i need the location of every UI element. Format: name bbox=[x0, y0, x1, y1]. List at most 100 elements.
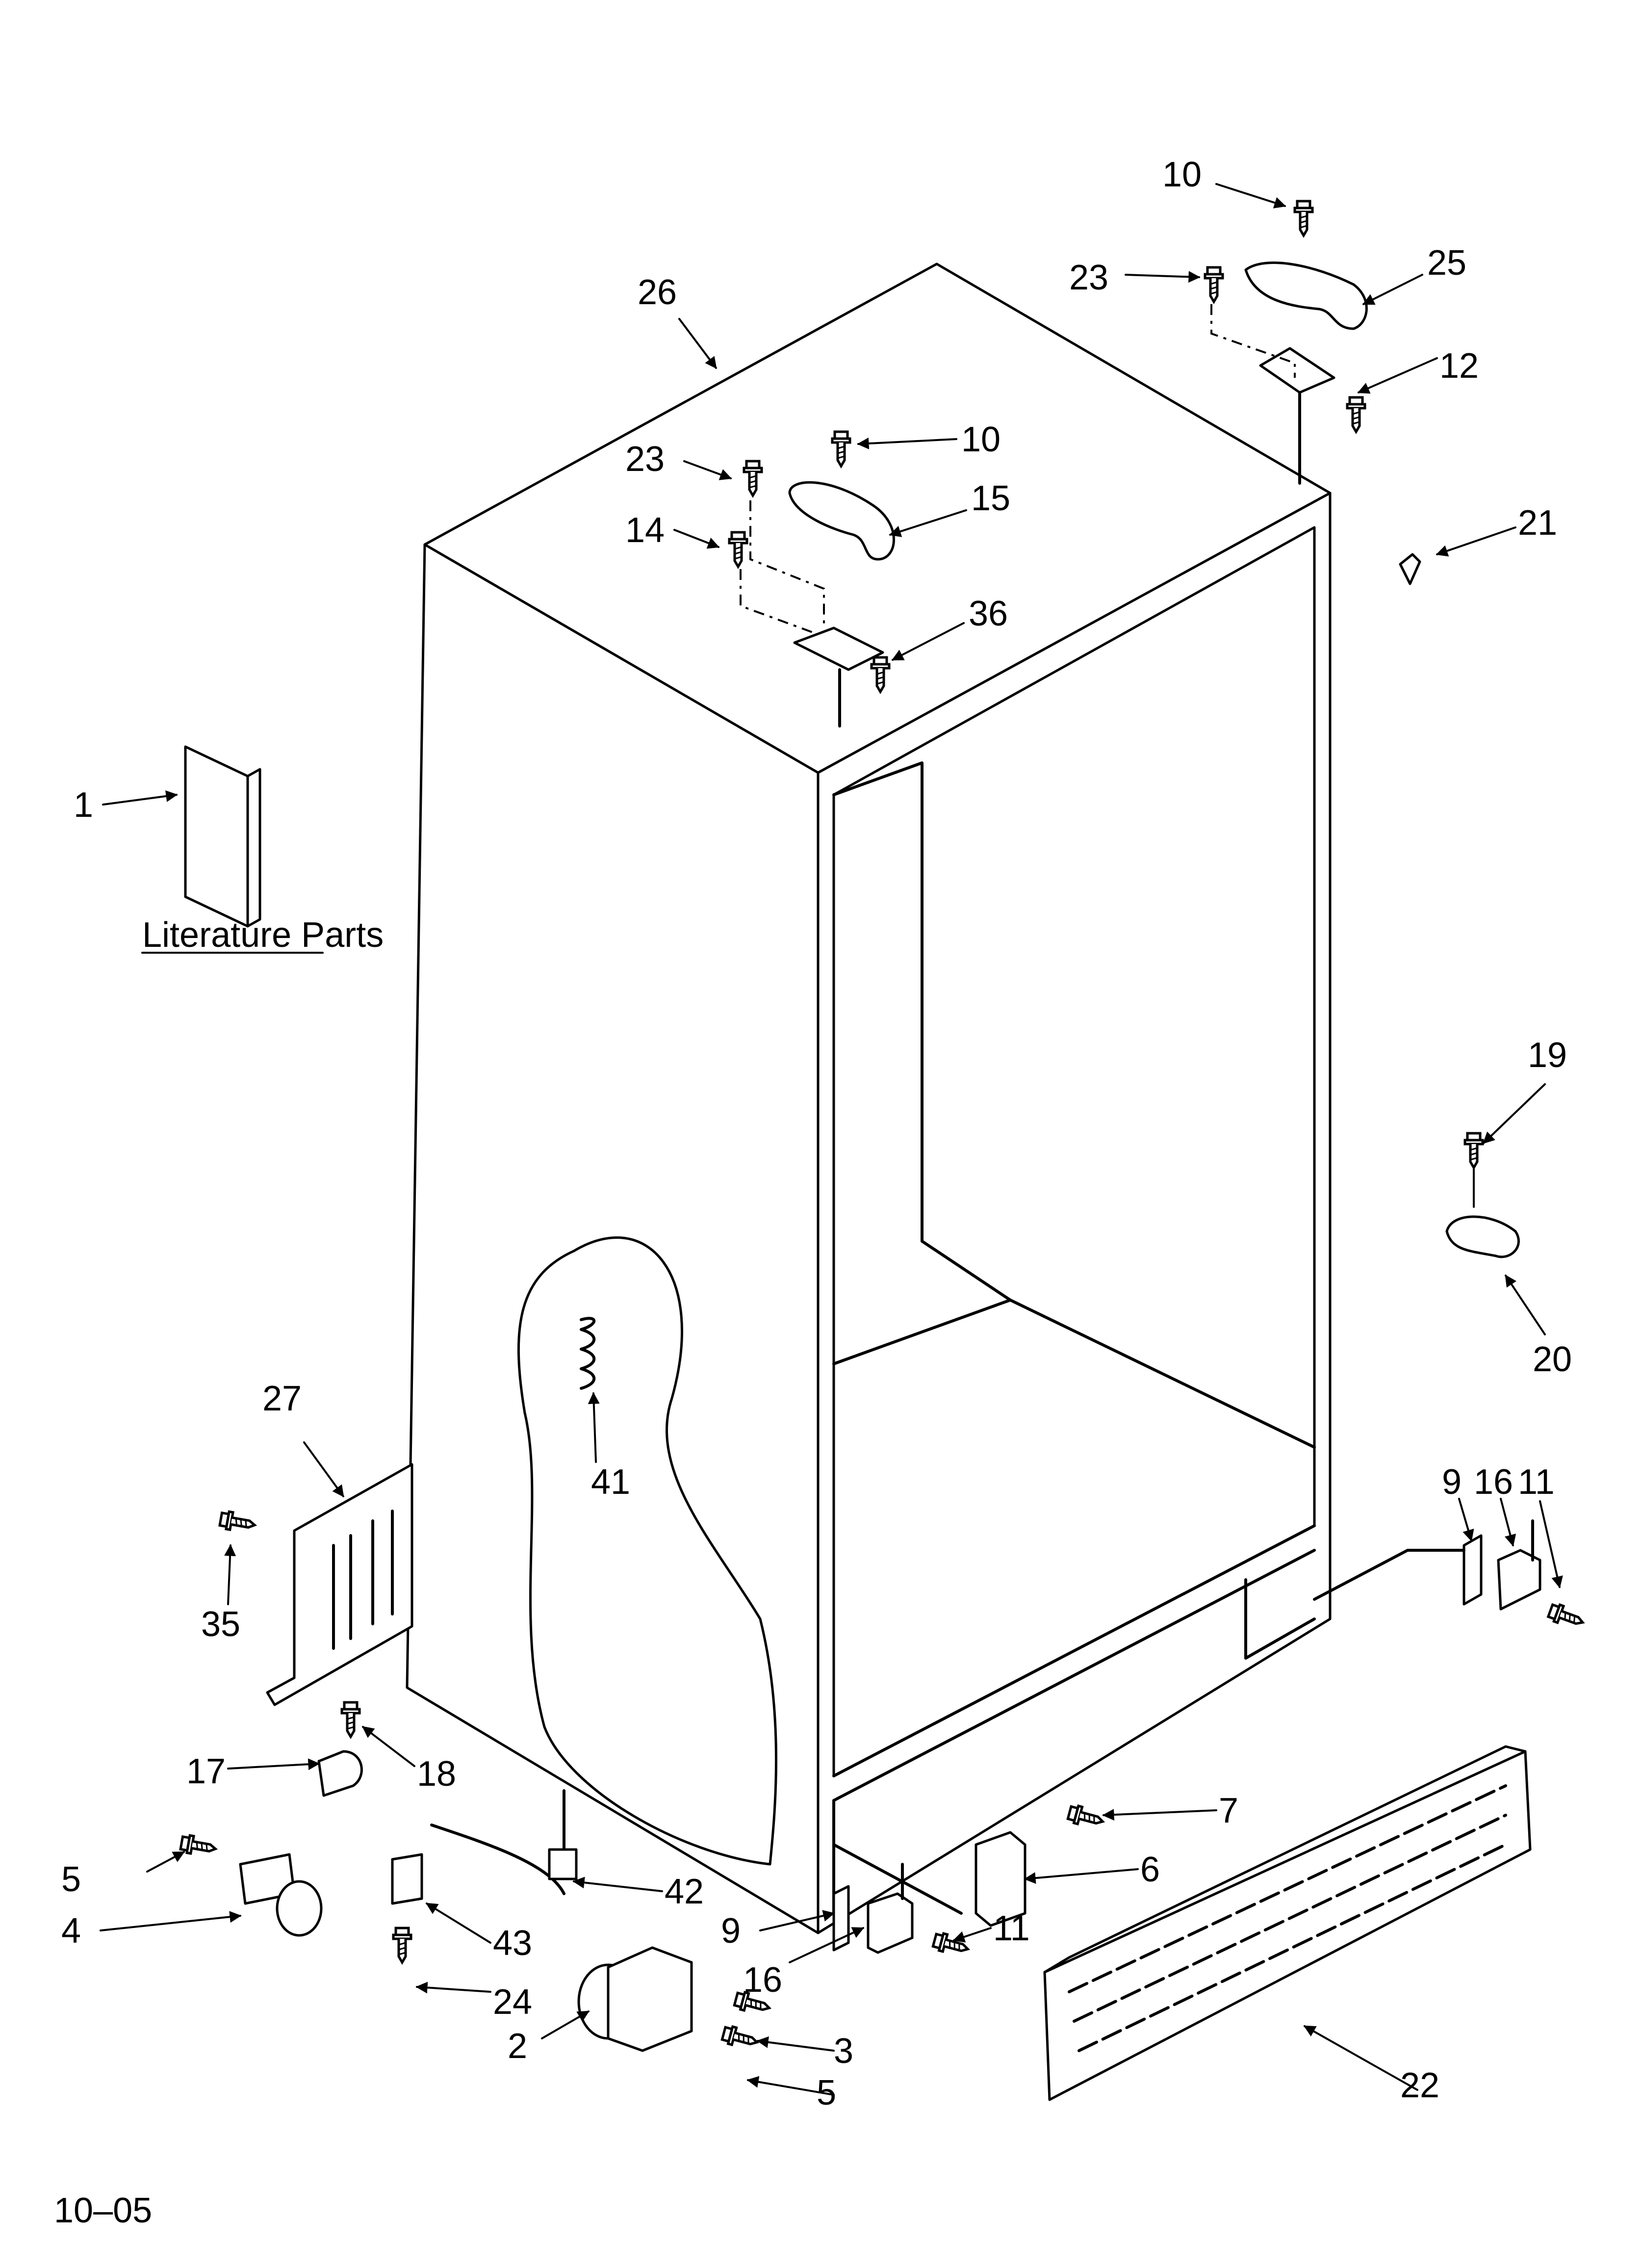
arrow-icon bbox=[100, 1911, 242, 1931]
cabinet-bottom-front-edge bbox=[832, 1843, 963, 1915]
screw-icon bbox=[1547, 1602, 1586, 1631]
arrow-icon bbox=[1303, 2025, 1418, 2091]
screw-icon bbox=[1295, 201, 1312, 235]
hinge-pin bbox=[1399, 553, 1421, 585]
arrow-icon bbox=[1436, 526, 1516, 557]
arrow-icon bbox=[588, 1392, 600, 1463]
arrow-icon bbox=[683, 460, 732, 480]
base-grille bbox=[1043, 1745, 1532, 2101]
arrow-icon bbox=[759, 1910, 835, 1931]
cabinet-foot-right bbox=[1244, 1578, 1316, 1660]
shim-right bbox=[1462, 1534, 1483, 1606]
shim-left bbox=[832, 1885, 850, 1952]
callout-17: 17 bbox=[186, 1752, 226, 1791]
callout-43: 43 bbox=[493, 1924, 532, 1963]
callout-19: 19 bbox=[1528, 1036, 1567, 1075]
rear-access-panel bbox=[266, 1463, 413, 1706]
hinge-left-guide bbox=[749, 500, 825, 628]
screw-icon bbox=[180, 1834, 217, 1858]
screw-icon bbox=[393, 1928, 411, 1962]
callout-6: 6 bbox=[1140, 1850, 1160, 1889]
callout-4: 4 bbox=[61, 1911, 81, 1951]
callout-10: 10 bbox=[1162, 155, 1202, 194]
screw-icon bbox=[219, 1511, 256, 1534]
callout-5-front: 5 bbox=[817, 2073, 836, 2112]
callout-1: 1 bbox=[74, 785, 93, 825]
callout-10-upper-hinge: 10 bbox=[961, 420, 1001, 459]
arrow-icon bbox=[227, 1758, 320, 1771]
arrow-icon bbox=[146, 1851, 185, 1873]
callout-3: 3 bbox=[834, 2032, 853, 2071]
arrow-icon bbox=[889, 509, 967, 537]
arrow-icon bbox=[303, 1441, 344, 1497]
callout-21: 21 bbox=[1518, 503, 1557, 543]
cabinet-bottom-rail bbox=[832, 1524, 1316, 1802]
arrow-icon bbox=[1539, 1500, 1563, 1589]
top-hinge-cover-right bbox=[1244, 261, 1368, 330]
screw-icon bbox=[721, 2025, 759, 2051]
clip bbox=[317, 1750, 363, 1797]
callout-41: 41 bbox=[591, 1462, 630, 1502]
callout-2: 2 bbox=[508, 2027, 527, 2066]
arrow-icon bbox=[1458, 1498, 1474, 1542]
arrow-icon bbox=[678, 318, 717, 369]
callout-27: 27 bbox=[262, 1379, 302, 1418]
arrow-icon bbox=[1125, 271, 1201, 283]
callout-16-right: 16 bbox=[1474, 1462, 1513, 1502]
callout-15: 15 bbox=[971, 479, 1010, 518]
arrow-icon bbox=[952, 1927, 992, 1943]
hinge-bracket-right-lower bbox=[1497, 1549, 1541, 1611]
literature-booklet bbox=[184, 745, 261, 928]
grille-bracket bbox=[975, 1831, 1026, 1927]
callout-18: 18 bbox=[417, 1754, 456, 1794]
revision-code: 10–05 bbox=[54, 2191, 152, 2230]
arrow-icon bbox=[1483, 1083, 1546, 1144]
callout-9-left: 9 bbox=[721, 1911, 741, 1951]
screw-icon bbox=[1067, 1804, 1105, 1830]
callout-25: 25 bbox=[1427, 243, 1466, 283]
arrow-icon bbox=[415, 1981, 491, 1994]
callout-arrows bbox=[100, 183, 1563, 2096]
arrow-icon bbox=[1024, 1868, 1139, 1884]
hinge-bracket-left-lower bbox=[867, 1892, 914, 1954]
arrow-icon bbox=[362, 1726, 415, 1767]
cabinet-bottom-right-edge bbox=[1313, 1549, 1465, 1601]
rear-roller bbox=[239, 1853, 323, 1937]
screw-icon bbox=[1347, 397, 1365, 432]
tube-fitting bbox=[548, 1848, 578, 1880]
arrow-icon bbox=[102, 790, 178, 806]
arrow-icon bbox=[1505, 1275, 1546, 1335]
literature-parts-label: Literature Parts bbox=[142, 915, 384, 955]
screw-icon bbox=[1465, 1133, 1483, 1168]
screw-icon bbox=[932, 1931, 970, 1957]
arrow-icon bbox=[224, 1544, 236, 1605]
arrow-icon bbox=[857, 437, 957, 449]
callout-11-left: 11 bbox=[993, 1909, 1030, 1948]
grille-slots bbox=[1068, 1784, 1507, 2052]
tube-clamp bbox=[391, 1853, 423, 1905]
arrow-icon bbox=[673, 529, 720, 549]
insulation-cutaway bbox=[517, 1236, 777, 1866]
hinge-cover-small bbox=[1445, 1215, 1520, 1258]
arrow-icon bbox=[1357, 357, 1438, 394]
panel-vents bbox=[332, 1510, 394, 1650]
callout-12: 12 bbox=[1439, 346, 1479, 386]
cabinet bbox=[406, 262, 1332, 1934]
callout-26: 26 bbox=[638, 273, 677, 312]
callout-42: 42 bbox=[665, 1872, 704, 1911]
callout-11-right: 11 bbox=[1518, 1462, 1555, 1502]
arrow-icon bbox=[746, 2076, 835, 2096]
callout-5-rear: 5 bbox=[61, 1860, 81, 1899]
callout-numbers: 10 23 25 12 21 26 10 23 15 14 36 1 19 20… bbox=[61, 155, 1572, 2112]
callout-9-right: 9 bbox=[1442, 1462, 1462, 1502]
callout-23: 23 bbox=[1069, 258, 1108, 297]
screw-icon bbox=[342, 1702, 359, 1737]
front-roller bbox=[577, 1946, 693, 2052]
screw-icon bbox=[1205, 267, 1223, 302]
arrow-icon bbox=[1102, 1809, 1217, 1821]
callout-7: 7 bbox=[1219, 1791, 1238, 1830]
arrow-icon bbox=[891, 622, 965, 661]
arrow-icon bbox=[425, 1903, 491, 1944]
